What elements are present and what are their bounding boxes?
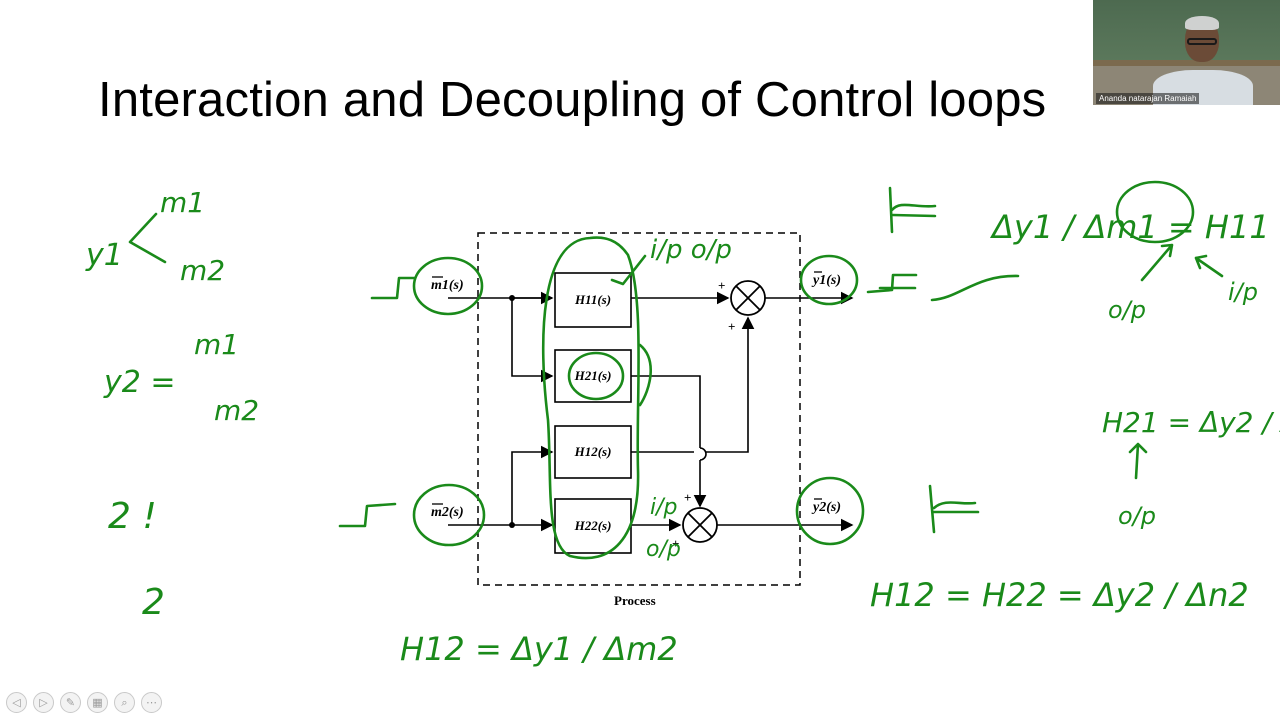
pen-icon[interactable]: ✎ xyxy=(60,692,81,713)
sum-junction-1 xyxy=(730,280,766,316)
more-icon[interactable]: ⋯ xyxy=(141,692,162,713)
output-y1-label: y1(s) xyxy=(811,273,841,288)
sign-plus-3: + xyxy=(684,490,691,505)
input-m1-label: m1(s) xyxy=(431,278,464,293)
sign-plus-2: + xyxy=(728,319,735,334)
svg-text:H11(s): H11(s) xyxy=(574,292,611,307)
next-icon[interactable]: ▷ xyxy=(33,692,54,713)
block-h22: H22(s) xyxy=(554,498,632,554)
svg-text:H21(s): H21(s) xyxy=(574,368,612,383)
webcam-video-tile: Ananda natarajan Ramaiah xyxy=(1093,0,1280,105)
block-h12: H12(s) xyxy=(554,425,632,479)
svg-text:H22(s): H22(s) xyxy=(574,518,612,533)
svg-text:H12(s): H12(s) xyxy=(574,444,612,459)
previous-icon[interactable]: ◁ xyxy=(6,692,27,713)
output-y2-label: y2(s) xyxy=(811,500,841,515)
sum-junction-2 xyxy=(682,507,718,543)
zoom-icon[interactable]: ⌕ xyxy=(114,692,135,713)
block-h21: H21(s) xyxy=(554,349,632,403)
block-h11: H11(s) xyxy=(554,272,632,328)
slideshow-toolbar: ◁ ▷ ✎ ▦ ⌕ ⋯ xyxy=(6,692,162,716)
sign-plus-1: + xyxy=(718,278,725,293)
sign-plus-4: + xyxy=(672,536,679,551)
input-m2-label: m2(s) xyxy=(431,505,464,520)
process-boundary xyxy=(477,232,801,586)
process-caption: Process xyxy=(614,593,656,608)
participant-name-label: Ananda natarajan Ramaiah xyxy=(1096,93,1200,104)
slide-title: Interaction and Decoupling of Control lo… xyxy=(98,73,1047,127)
slides-icon[interactable]: ▦ xyxy=(87,692,108,713)
